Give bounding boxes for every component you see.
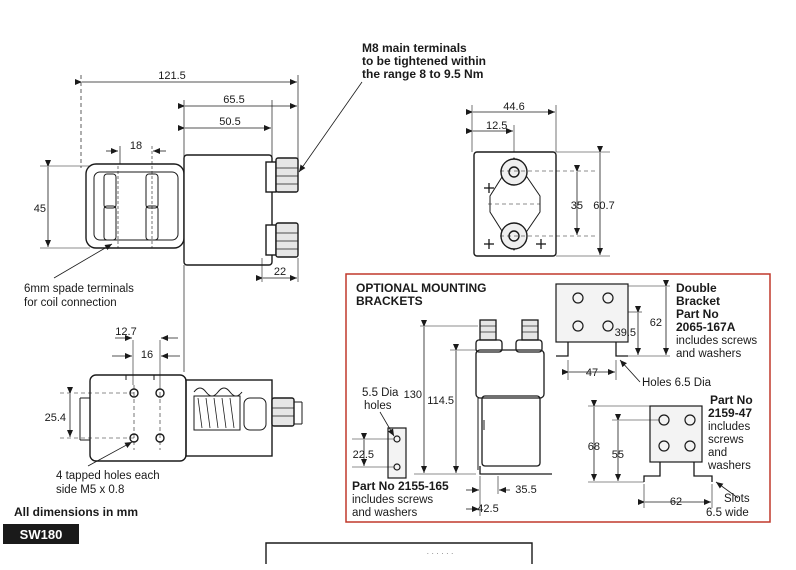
all-dims-note: All dimensions in mm: [14, 505, 138, 519]
single-bracket-dimensions: [361, 411, 395, 466]
terminals-note-2: to be tightened within: [362, 54, 486, 68]
side-view-dimensions: [45, 79, 363, 281]
dia-note-2: holes: [364, 400, 392, 412]
part-2155-165-1: Part No 2155-165: [352, 479, 449, 493]
dim-double-39-5: 39.5: [615, 327, 636, 339]
double-label-2: Bracket: [676, 294, 720, 308]
dim-body-length: 65.5: [223, 94, 244, 106]
dim-2159-68: 68: [588, 441, 600, 453]
brackets-frame: [345, 273, 771, 523]
dim-2159-62: 62: [670, 496, 682, 508]
part-2159-47-1: Part No: [710, 393, 753, 407]
part-2159-47-2: 2159-47: [708, 406, 752, 420]
dim-hole-spacing-x: 12.7: [115, 326, 136, 338]
bracket-side-dimensions: [421, 320, 510, 512]
dim-2159-55: 55: [612, 449, 624, 461]
footer-caption: · · · · · ·: [426, 549, 453, 558]
part-2159-47-5: and: [708, 447, 727, 459]
double-label-1: Double: [676, 281, 717, 295]
end-view-dimensions: [466, 109, 603, 255]
part-2155-165-2: includes screws: [352, 494, 433, 506]
plan-view-dimensions: [67, 335, 180, 467]
brackets-title-1: OPTIONAL MOUNTING: [356, 281, 486, 295]
plan-view: [60, 340, 303, 462]
dim-height: 45: [34, 203, 46, 215]
part-2159-47-3: includes: [708, 421, 750, 433]
dim-terminal-offset: 50.5: [219, 116, 240, 128]
bracket-side-view: [414, 319, 552, 516]
double-note-1: includes screws: [676, 335, 757, 347]
dim-end-terminal-spacing: 35: [571, 200, 583, 212]
double-part-number: 2065-167A: [676, 320, 736, 334]
dim-22-5: 22.5: [353, 449, 374, 461]
bracket-2159-47-dimensions: [591, 400, 739, 505]
dim-side-114-5: 114.5: [427, 395, 454, 407]
dim-spade-spacing: 18: [130, 140, 142, 152]
side-view: [40, 75, 299, 372]
dim-hole-spacing-y: 25.4: [45, 412, 66, 424]
part-2159-47-6: washers: [707, 460, 751, 472]
tapped-note-1: 4 tapped holes each: [56, 470, 160, 482]
slots-note-1: Slots: [724, 493, 750, 505]
dim-hole-spacing-b: 16: [141, 349, 153, 361]
dim-side-130: 130: [404, 389, 422, 401]
dim-terminal-depth: 22: [274, 266, 286, 278]
terminals-note-1: M8 main terminals: [362, 41, 467, 55]
slots-note-2: 6.5 wide: [706, 507, 749, 519]
dim-overall-length: 121.5: [158, 70, 186, 82]
end-view-plus-marks: [484, 183, 546, 249]
double-label-3: Part No: [676, 307, 719, 321]
bracket-2159-47: [588, 405, 713, 508]
model-badge: [3, 524, 79, 544]
dia-note-1: 5.5 Dia: [362, 387, 399, 399]
holes-6-5-note: Holes 6.5 Dia: [642, 377, 712, 389]
dim-end-offset: 12.5: [486, 120, 507, 132]
brackets-title-2: BRACKETS: [356, 294, 423, 308]
dim-42-5: 42.5: [477, 503, 498, 515]
dim-double-47: 47: [586, 367, 598, 379]
double-bracket-dimensions: [562, 280, 669, 383]
model-label: SW180: [20, 527, 63, 542]
single-bracket: [352, 427, 407, 479]
dim-end-height: 60.7: [593, 200, 614, 212]
double-bracket: [555, 283, 670, 380]
part-2159-47-4: screws: [708, 434, 744, 446]
terminals-note-3: the range 8 to 9.5 Nm: [362, 67, 483, 81]
spade-note-1: 6mm spade terminals: [24, 283, 134, 295]
double-note-2: and washers: [676, 348, 741, 360]
part-2155-165-3: and washers: [352, 507, 417, 519]
dim-end-width: 44.6: [503, 101, 524, 113]
dim-35-5: 35.5: [515, 484, 536, 496]
tapped-note-2: side M5 x 0.8: [56, 484, 124, 496]
dim-double-62: 62: [650, 317, 662, 329]
footer-box: [265, 542, 533, 564]
spade-note-2: for coil connection: [24, 297, 117, 309]
